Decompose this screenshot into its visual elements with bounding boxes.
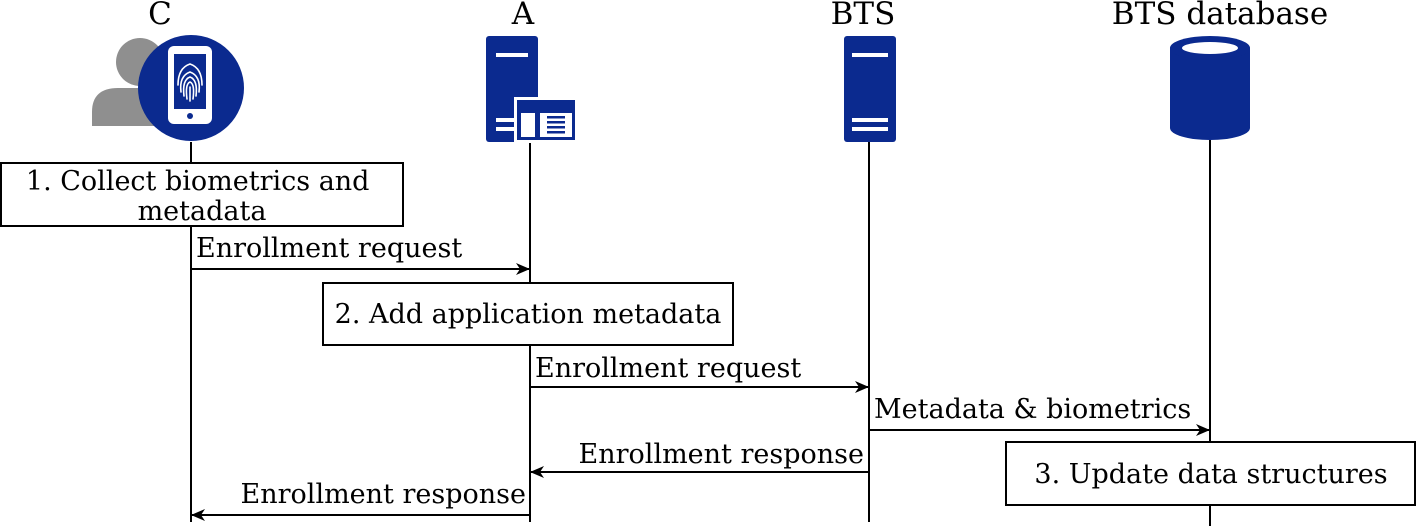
smartphone-fingerprint-icon <box>138 35 244 141</box>
message-enrollment-request-c-to-a: Enrollment request <box>196 233 462 264</box>
message-enrollment-response-a-to-c: Enrollment response <box>241 479 526 510</box>
message-enrollment-response-bts-to-a: Enrollment response <box>579 439 864 470</box>
application-server-icon <box>486 36 578 143</box>
participant-label-bts-database: BTS database <box>1112 0 1328 32</box>
step-update-box <box>1005 441 1416 506</box>
participant-label-bts: BTS <box>831 0 896 32</box>
server-icon <box>844 36 896 142</box>
step-add-app-label: 2. Add application metadata <box>335 299 722 330</box>
participant-label-c: C <box>148 0 172 32</box>
participant-label-a: A <box>511 0 535 32</box>
step-add-app-box <box>322 282 734 346</box>
step-collect-line2: metadata <box>138 196 267 227</box>
step-update-label: 3. Update data structures <box>1034 459 1387 490</box>
message-metadata-biometrics: Metadata & biometrics <box>874 394 1191 425</box>
step-collect-label: 1. Collect biometrics and metadata <box>26 166 378 227</box>
step-collect-box <box>0 162 404 227</box>
database-icon <box>1170 36 1250 140</box>
step-collect-line1: 1. Collect biometrics and <box>26 166 370 197</box>
message-enrollment-request-a-to-bts: Enrollment request <box>535 353 801 384</box>
